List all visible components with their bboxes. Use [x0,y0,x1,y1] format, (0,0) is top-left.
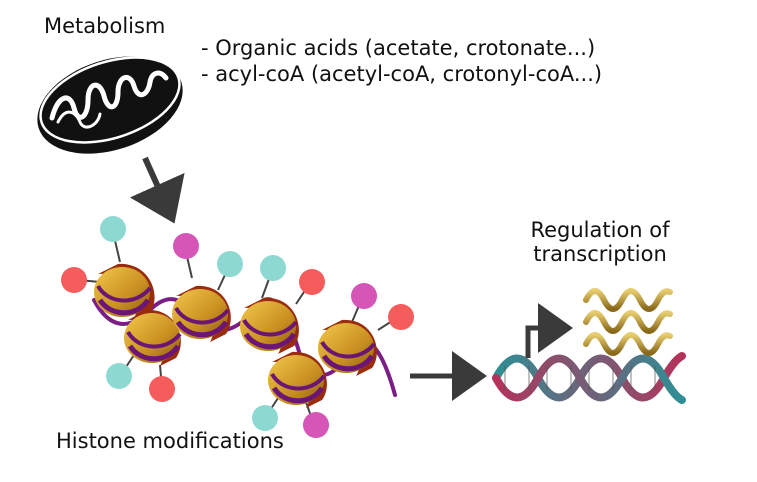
arrow-icon [129,156,185,224]
nucleosome-icon [172,285,231,342]
red-mark [149,376,175,402]
teal-mark [260,255,286,281]
nucleosome-icon [268,351,327,408]
red-mark [299,269,325,295]
teal-mark [100,216,126,242]
teal-mark [252,405,278,431]
metabolism-label: Metabolism [44,14,166,38]
metabolite-item-organic-acids: - Organic acids (acetate, crotonate...) [201,36,596,60]
nucleosome-icon [124,309,182,366]
magenta-mark [173,233,199,259]
nucleosome-chain [61,216,414,438]
red-mark [61,267,87,293]
red-mark [388,304,414,330]
nucleosome-icon [318,319,377,376]
dna-helix-icon [492,352,686,404]
rna-strand-icon [583,288,673,356]
histone-modifications-label: Histone modifications [56,429,284,453]
teal-mark [217,251,243,277]
regulation-label: Regulation of transcription [520,218,680,266]
magenta-mark [351,283,377,309]
metabolite-list: - Organic acids (acetate, crotonate...) … [201,36,602,88]
magenta-mark [303,412,329,438]
teal-mark [106,363,132,389]
nucleosome-icon [240,297,299,354]
regulation-line-2: transcription [533,242,667,267]
regulation-line-1: Regulation of [530,218,670,242]
nucleosome-icon [94,263,155,322]
arrow-icon [525,303,573,358]
mitochondrion-icon [37,56,183,154]
metabolite-item-acyl-coa: - acyl-coA (acetyl-coA, crotonyl-coA...) [201,62,603,87]
